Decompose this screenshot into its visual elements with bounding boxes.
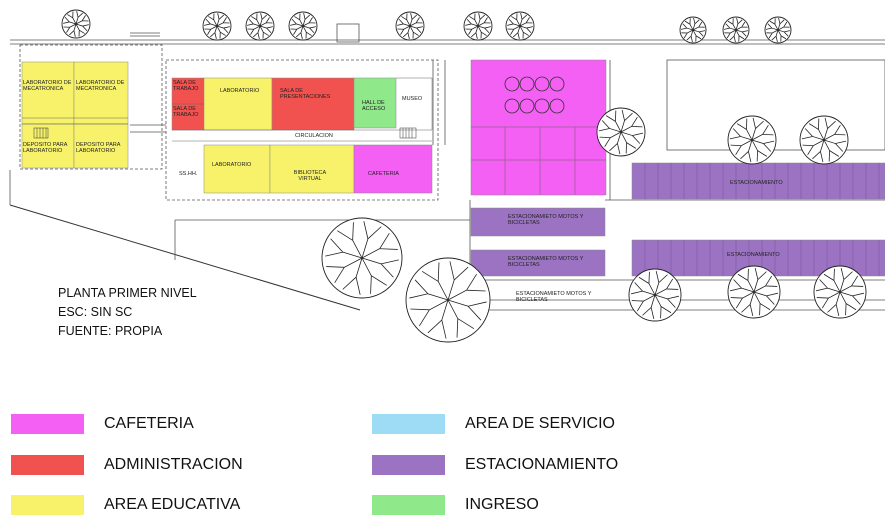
legend-label-ingreso: INGRESO	[465, 496, 539, 513]
zone-lab-mecatronica-1	[21, 61, 75, 125]
tree-icon	[245, 11, 275, 41]
tree-icon	[628, 268, 682, 322]
trees	[61, 9, 867, 343]
zone-biblioteca	[269, 144, 355, 194]
tree-icon	[61, 9, 91, 39]
tree-icon	[799, 115, 849, 165]
caption-scale: ESC: SIN SC	[58, 305, 133, 319]
zone-laboratorio-top	[203, 77, 273, 131]
tree-icon	[727, 115, 777, 165]
legend-label-area-servicio: AREA DE SERVICIO	[465, 415, 615, 432]
legend-swatch-area-servicio	[372, 414, 445, 434]
legend-item-area-educativa: AREA EDUCATIVA	[11, 495, 240, 515]
cafeteria-tables	[504, 76, 565, 114]
legend-label-estacionamiento: ESTACIONAMIENTO	[465, 456, 619, 473]
legend-item-administracion: ADMINISTRACION	[11, 455, 243, 475]
legend-item-estacionamiento: ESTACIONAMIENTO	[372, 455, 618, 475]
zone-hall-acceso	[353, 77, 397, 129]
tree-icon	[202, 11, 232, 41]
tree-icon	[405, 257, 491, 343]
zone-lab-mecatronica-2	[73, 61, 129, 125]
zone-est-motos-2	[470, 249, 606, 277]
tree-icon	[395, 11, 425, 41]
legend-swatch-ingreso	[372, 495, 445, 515]
legend-label-administracion: ADMINISTRACION	[104, 456, 243, 473]
legend-label-cafeteria: CAFETERIA	[104, 415, 194, 432]
tree-icon	[505, 11, 535, 41]
legend-swatch-area-educativa	[11, 495, 84, 515]
legend-swatch-administracion	[11, 455, 84, 475]
legend-item-area-servicio: AREA DE SERVICIO	[372, 414, 615, 434]
zone-cafeteria-large	[470, 59, 607, 196]
zone-sala-presentaciones	[271, 77, 355, 131]
legend-item-ingreso: INGRESO	[372, 495, 539, 515]
interior-walls	[22, 77, 606, 195]
tree-icon	[722, 16, 750, 44]
zone-deposito-2	[73, 123, 129, 169]
legend-label-area-educativa: AREA EDUCATIVA	[104, 496, 241, 513]
caption-title: PLANTA PRIMER NIVEL	[58, 286, 197, 300]
tree-icon	[321, 217, 403, 299]
tree-icon	[764, 16, 792, 44]
tree-icon	[727, 265, 781, 319]
tree-icon	[288, 11, 318, 41]
tree-icon	[813, 265, 867, 319]
caption-source: FUENTE: PROPIA	[58, 324, 163, 338]
zones	[21, 59, 885, 277]
legend-item-cafeteria: CAFETERIA	[11, 414, 194, 434]
floor-plan	[9, 9, 885, 343]
zone-est-motos-1	[470, 207, 606, 237]
zone-estacionamiento-1	[631, 162, 885, 200]
legend-swatch-estacionamiento	[372, 455, 445, 475]
zone-cafeteria-small	[353, 144, 433, 194]
tree-icon	[679, 16, 707, 44]
tree-icon	[596, 107, 646, 157]
zone-laboratorio-bottom	[203, 144, 271, 194]
stairs	[33, 127, 417, 139]
legend-swatch-cafeteria	[11, 414, 84, 434]
plan-caption: PLANTA PRIMER NIVEL ESC: SIN SC FUENTE: …	[58, 284, 197, 341]
tree-icon	[463, 11, 493, 41]
